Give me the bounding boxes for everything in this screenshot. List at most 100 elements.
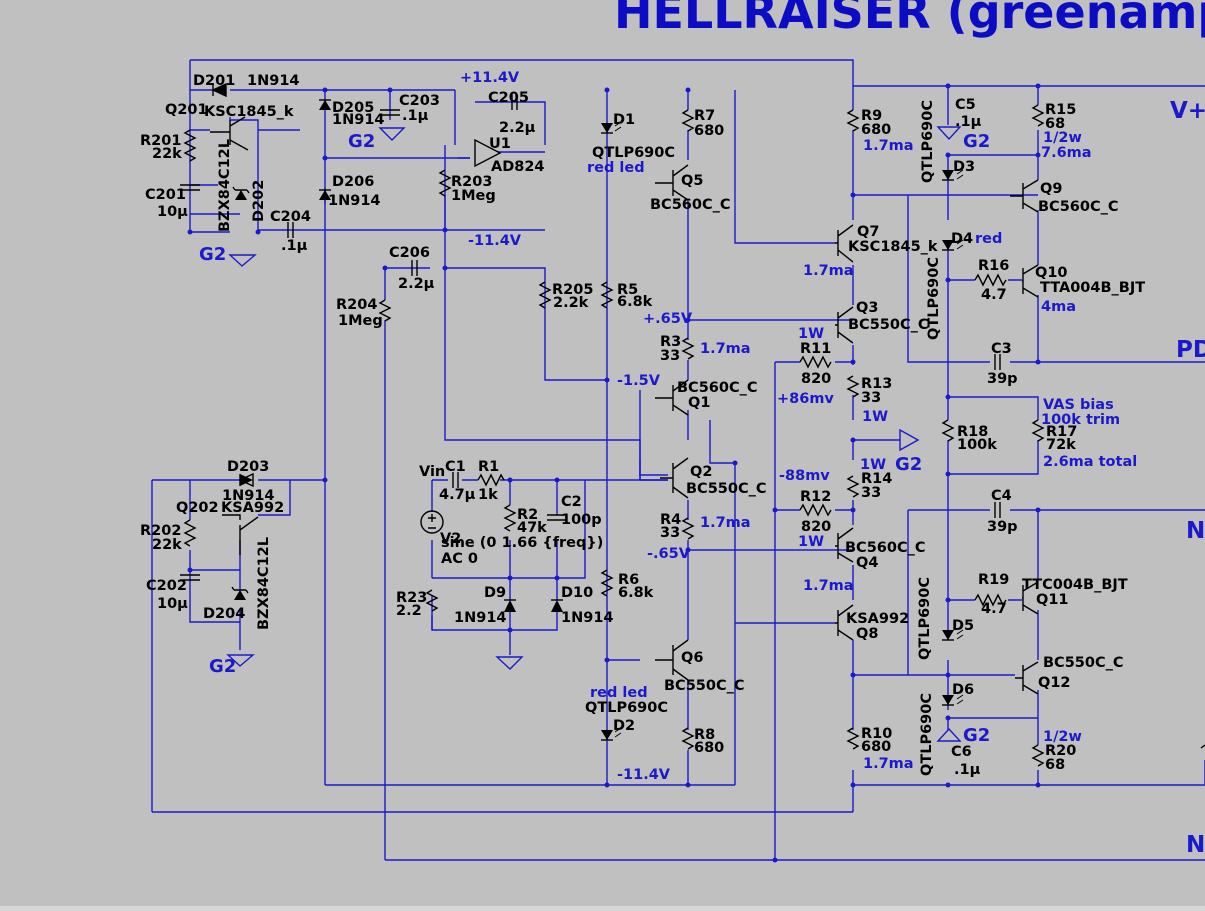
ground-label-left-top: G2 — [199, 244, 226, 265]
r11-note: 1W — [798, 326, 824, 342]
r201-ref: R201 — [140, 133, 181, 149]
resistor-r16-symbol — [974, 273, 1007, 287]
q6-value: BC550C_C — [664, 678, 745, 694]
ground-symbols — [226, 126, 962, 742]
c6-ref: C6 — [951, 744, 972, 760]
r17-note3: 2.6ma total — [1043, 454, 1137, 470]
ground-label-c5: G2 — [963, 131, 990, 152]
d201-ref: D201 — [193, 73, 235, 89]
r4-note: 1.7ma — [700, 515, 751, 531]
d3-ref: D3 — [953, 159, 975, 175]
r14-note: 1W — [860, 457, 886, 473]
port-pd: PD — [1176, 337, 1205, 363]
u1-value: AD824 — [491, 159, 545, 175]
d205-ref: D205 — [332, 100, 374, 116]
q3-value: BC550C_C — [848, 317, 929, 333]
d201-value: 1N914 — [247, 73, 300, 89]
d205-value: 1N914 — [332, 112, 385, 128]
d4-ref: D4 — [951, 231, 973, 247]
d202-ref: D202 — [251, 180, 267, 222]
d2-note: red led — [590, 685, 648, 701]
r7-value: 680 — [694, 123, 724, 139]
c6-value: .1µ — [954, 762, 981, 778]
qtlp-bot2-value: QTLP690C — [919, 693, 935, 776]
resistor-r203-symbol — [438, 169, 452, 197]
resistor-r205-symbol — [538, 281, 552, 309]
r8-ref: R8 — [694, 727, 715, 743]
c202-value: 10µ — [157, 596, 188, 612]
u1-ref: U1 — [489, 136, 511, 152]
labels: +11.4V -11.4V -11.4V V+ PD N N G2 G2 G2 … — [140, 70, 1205, 858]
r15-note1: 1/2w — [1043, 130, 1082, 146]
r12-ref: R12 — [800, 489, 831, 505]
r205-ref: R205 — [552, 282, 593, 298]
r6-ref: R6 — [618, 572, 639, 588]
r5-ref: R5 — [617, 282, 638, 298]
r6-value: 6.8k — [618, 585, 654, 601]
q10-note: 4ma — [1041, 299, 1076, 315]
r18-value: 100k — [957, 437, 997, 453]
d1-ref: D1 — [613, 112, 635, 128]
q6-ref: Q6 — [681, 650, 703, 666]
c206-value: 2.2µ — [398, 276, 435, 292]
d6-ref: D6 — [952, 682, 974, 698]
r203-ref: R203 — [451, 174, 492, 190]
c201-ref: C201 — [145, 187, 186, 203]
resistor-r7-symbol — [681, 109, 695, 132]
resistor-edge-symbol — [1200, 744, 1205, 749]
q201-ref: Q201 — [165, 102, 208, 118]
d206-value: 1N914 — [328, 193, 381, 209]
q10-ref: Q10 — [1035, 265, 1068, 281]
r19-value: 4.7 — [981, 601, 1007, 617]
transistor-symbols — [210, 116, 1039, 695]
node-m88: -88mv — [779, 468, 830, 484]
r16-value: 4.7 — [981, 287, 1007, 303]
v2-spec1: sine (0 1.66 {freq}) — [441, 535, 603, 551]
resistor-r20-symbol — [1031, 744, 1045, 767]
rail-pos-label: +11.4V — [460, 70, 520, 86]
d202-value: BZX84C12L — [217, 139, 233, 232]
schematic-title: HELLRAISER (greenamp — [614, 0, 1205, 39]
d2-value: QTLP690C — [585, 700, 668, 716]
c206-ref: C206 — [389, 245, 430, 261]
resistor-r4-symbol — [681, 517, 695, 540]
c3-ref: C3 — [991, 341, 1012, 357]
resistor-r5-symbol — [600, 281, 614, 309]
q8-value: KSA992 — [846, 611, 909, 627]
r3-ref: R3 — [660, 334, 681, 350]
r15-note2: 7.6ma — [1041, 145, 1092, 161]
resistor-r6-symbol — [600, 569, 614, 597]
resistor-r10-symbol — [846, 727, 860, 750]
r23-ref: R23 — [396, 590, 427, 606]
r10-ref: R10 — [861, 726, 892, 742]
q10-value: TTA004B_BJT — [1040, 280, 1145, 296]
r205-value: 2.2k — [553, 295, 589, 311]
r11-ref: R11 — [800, 341, 831, 357]
q7-ref: Q7 — [857, 224, 879, 240]
q12-value: BC550C_C — [1043, 655, 1124, 671]
r11-value: 820 — [801, 371, 831, 387]
rail-neg-label: -11.4V — [468, 233, 522, 249]
r9-note: 1.7ma — [863, 138, 914, 154]
r17-note2: 100k trim — [1041, 412, 1120, 428]
d203-ref: D203 — [227, 459, 269, 475]
resistor-r19-symbol — [974, 593, 1007, 607]
v2-spec2: AC 0 — [441, 551, 478, 567]
r13-value: 33 — [861, 390, 881, 406]
r17-value: 72k — [1046, 437, 1076, 453]
resistor-r201-symbol — [183, 129, 197, 162]
r9-ref: R9 — [861, 108, 882, 124]
q7-note: 1.7ma — [803, 263, 854, 279]
c204-ref: C204 — [270, 209, 311, 225]
r13-ref: R13 — [861, 376, 892, 392]
resistor-r14-symbol — [846, 475, 860, 498]
r5-value: 6.8k — [617, 294, 653, 310]
d204-ref: D204 — [203, 606, 245, 622]
c5-ref: C5 — [955, 97, 976, 113]
q3-ref: Q3 — [856, 300, 878, 316]
d204-value: BZX84C12L — [256, 537, 272, 630]
r204-value: 1Meg — [338, 313, 383, 329]
c2-ref: C2 — [561, 494, 582, 510]
q8-ref: Q8 — [856, 626, 878, 642]
